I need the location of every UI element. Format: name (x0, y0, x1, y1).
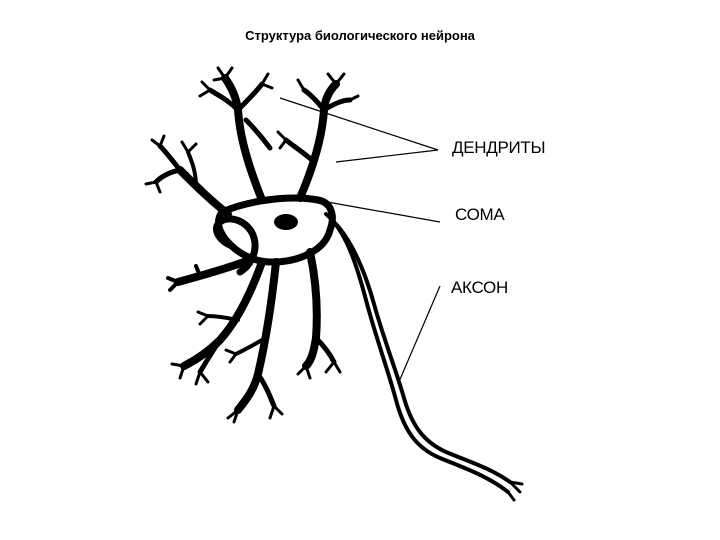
dendrites-pointer-1 (279, 97, 439, 151)
dendrites-pointer-2 (335, 149, 439, 163)
label-dendrites: ДЕНДРИТЫ (452, 138, 546, 157)
label-soma: СОМА (455, 205, 505, 224)
soma (215, 194, 336, 266)
dendrites (144, 66, 360, 424)
soma-pointer (315, 199, 441, 223)
axon-pointer (397, 285, 441, 385)
page-title: Структура биологического нейрона (245, 28, 475, 43)
label-axon: АКСОН (451, 278, 508, 297)
pointer-lines (279, 97, 441, 385)
nucleus (274, 214, 298, 230)
axon (324, 212, 524, 502)
